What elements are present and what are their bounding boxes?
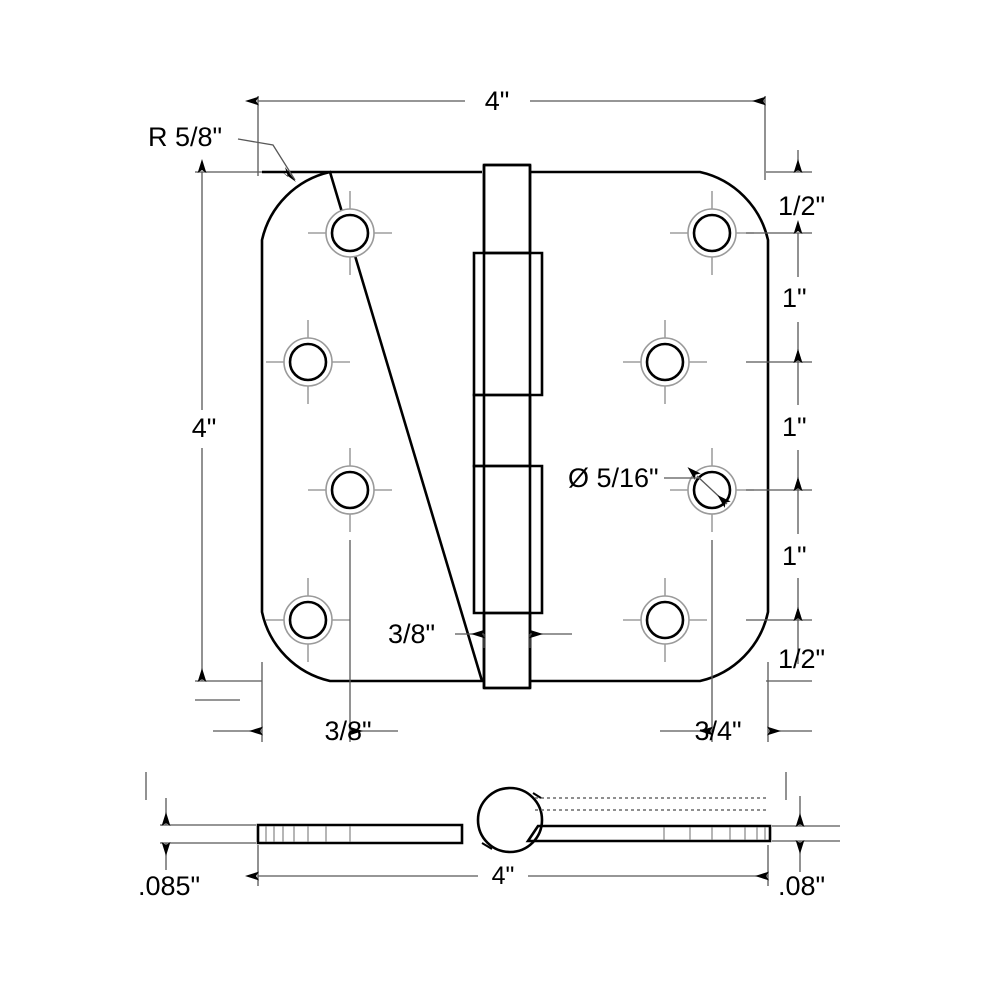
- screw-hole: [266, 578, 350, 662]
- dim-side-right-thickness-label: .08": [778, 871, 825, 901]
- screw-hole: [670, 191, 754, 275]
- leaf-hatch-left: [265, 826, 351, 842]
- dimension-side-right-thickness: .08": [772, 772, 840, 901]
- dimension-side-length: 4": [245, 845, 769, 890]
- front-view-plate: [260, 170, 770, 683]
- screw-hole: [623, 320, 707, 404]
- dim-bottom-left-label: 3/8": [324, 716, 371, 746]
- dimension-bottom-offsets: 3/8" 3/4": [195, 540, 812, 746]
- screw-hole: [308, 191, 392, 275]
- dim-right-bottom-label: 1/2": [778, 644, 825, 674]
- side-view: [256, 786, 772, 854]
- screw-hole: [308, 448, 392, 532]
- screw-hole-dimensioned: [670, 448, 754, 532]
- screw-hole: [623, 578, 707, 662]
- dimension-top-width: 4": [245, 86, 766, 180]
- dim-left-height-label: 4": [192, 413, 217, 443]
- dimension-side-left-thickness: .085": [138, 772, 256, 901]
- dimension-right-chain: 1/2" 1" 1" 1" 1/2": [746, 150, 825, 682]
- dimension-hole-diameter: Ø 5/16": [568, 463, 700, 493]
- dim-side-left-thickness-label: .085": [138, 871, 200, 901]
- dim-knuckle-width-label: 3/8": [388, 619, 435, 649]
- dim-bottom-right-label: 3/4": [694, 716, 741, 746]
- dim-right-gap1-label: 1": [782, 283, 807, 313]
- dim-right-gap3-label: 1": [782, 541, 807, 571]
- dim-right-gap2-label: 1": [782, 412, 807, 442]
- dimension-knuckle-width: 3/8": [388, 619, 572, 649]
- leaf-hatch-right: [663, 827, 766, 840]
- dim-side-length-label: 4": [492, 862, 515, 890]
- dim-radius-label: R 5/8": [148, 122, 222, 152]
- hinge-knuckle: [472, 163, 544, 690]
- dim-hole-diameter-label: Ø 5/16": [568, 463, 659, 493]
- dimension-left-height: 4": [192, 159, 262, 682]
- dimension-corner-radius: R 5/8": [148, 122, 296, 182]
- dim-right-top-label: 1/2": [778, 191, 825, 221]
- screw-hole: [266, 320, 350, 404]
- screw-holes: [266, 191, 754, 662]
- dim-top-width-label: 4": [485, 86, 510, 116]
